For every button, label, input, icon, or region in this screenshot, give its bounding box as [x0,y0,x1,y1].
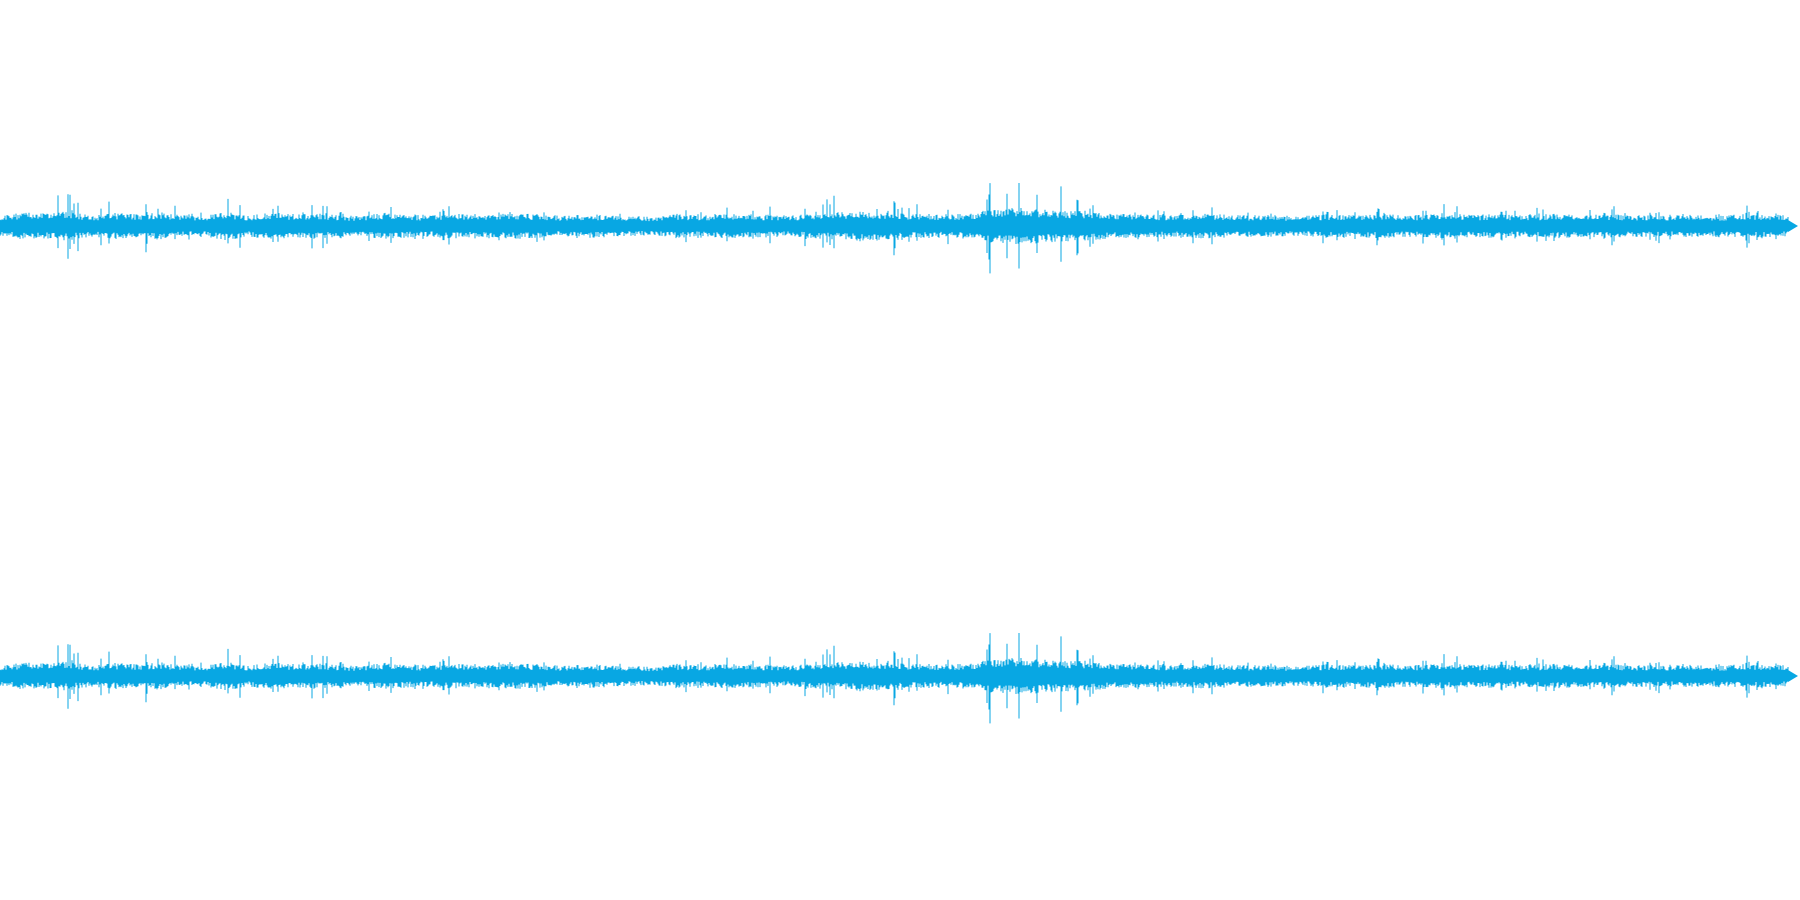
waveform-end-marker [1788,670,1798,682]
waveform-channel-2 [0,633,1798,724]
waveform-body [0,633,1798,724]
waveform-channel-1 [0,183,1798,274]
waveform-samples [0,633,1789,724]
waveform-end-marker [1788,220,1798,232]
waveform-body [0,183,1798,274]
waveform-samples [0,183,1789,274]
